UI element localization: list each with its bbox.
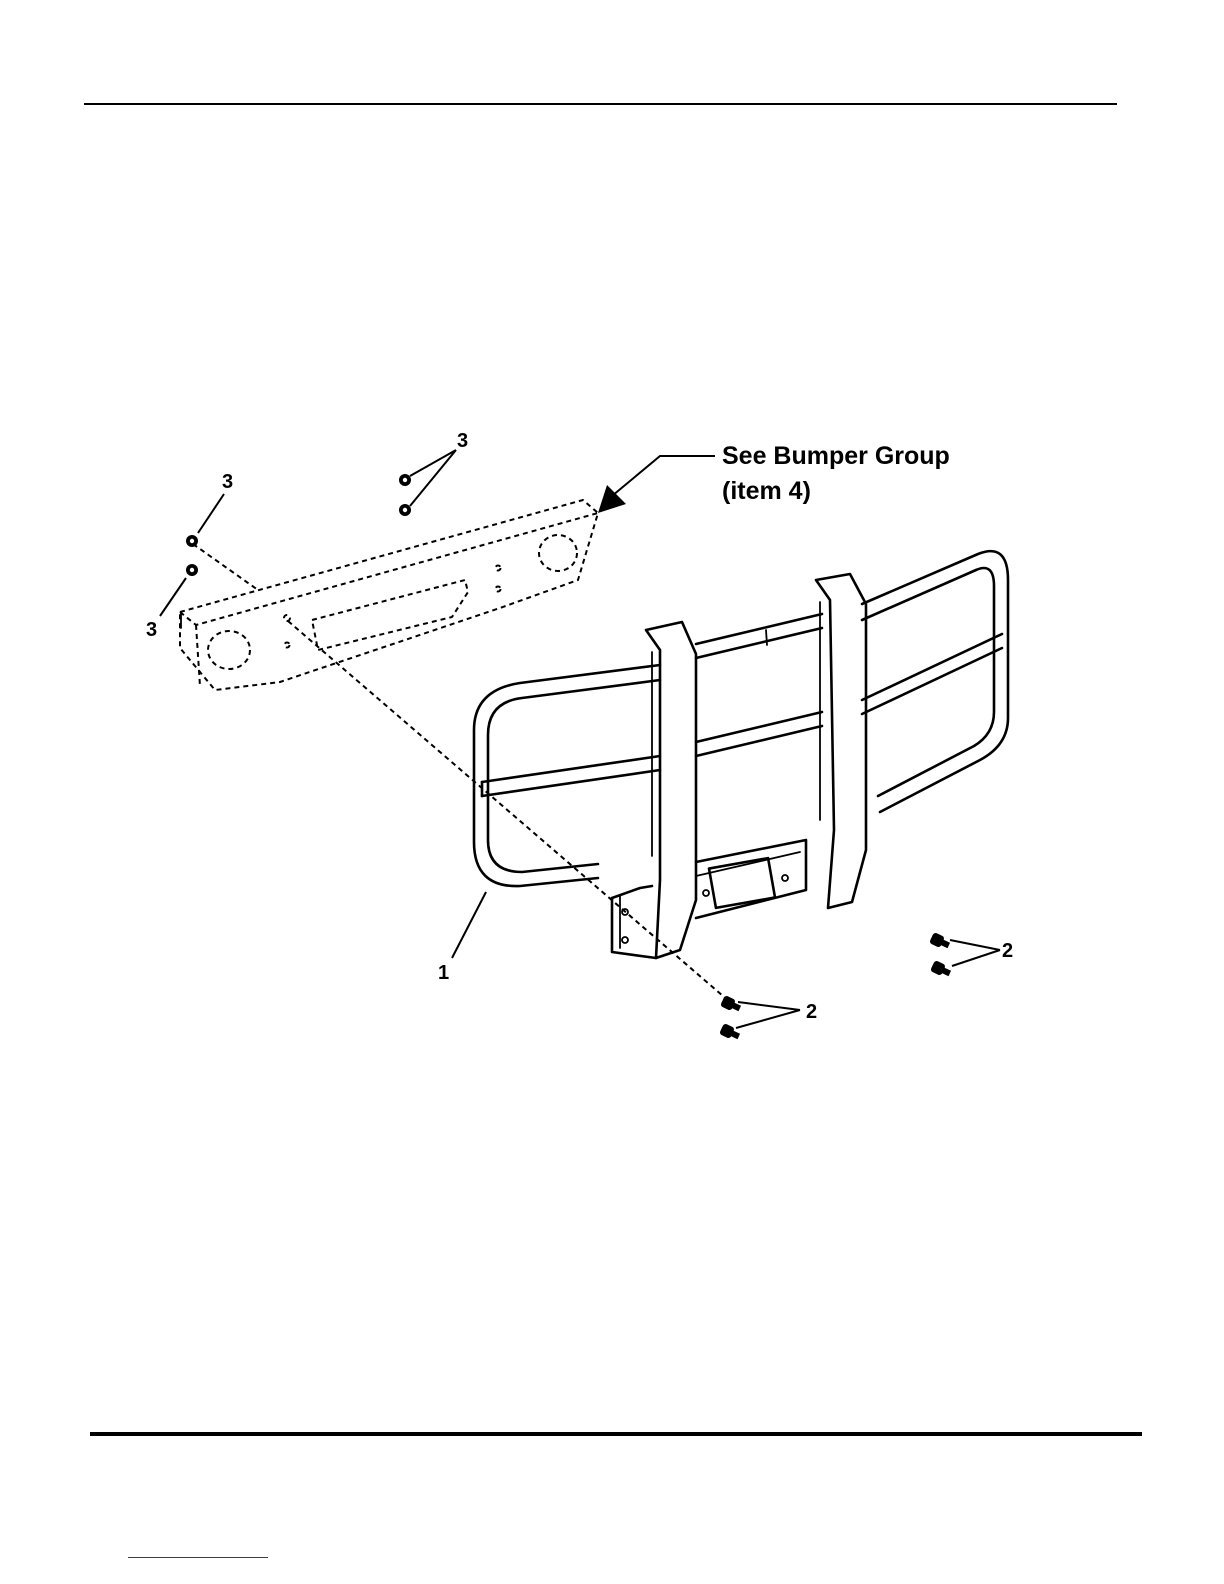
alignment-line-upper: [193, 544, 258, 590]
brush-guard: [474, 551, 1008, 958]
arrow-icon: [598, 485, 626, 513]
footer-rule: [90, 1432, 1142, 1436]
bolt-icon: [719, 932, 952, 1042]
item-label-3-mid: 3: [222, 471, 233, 493]
callout-line-2: (item 4): [722, 477, 811, 505]
item-label-2-left: 2: [806, 1001, 817, 1023]
item-label-3-top: 3: [457, 430, 468, 452]
bumper-phantom: [180, 500, 598, 690]
item-label-1: 1: [438, 962, 449, 984]
callout-line-1: See Bumper Group: [722, 442, 950, 470]
item-label-3-left: 3: [146, 619, 157, 641]
nut-icon: [186, 474, 411, 576]
alignment-line-main: [288, 621, 730, 1002]
leader-lines: [160, 450, 1000, 1028]
item-label-2-right: 2: [1002, 940, 1013, 962]
footer-link-underline[interactable]: [128, 1557, 268, 1558]
